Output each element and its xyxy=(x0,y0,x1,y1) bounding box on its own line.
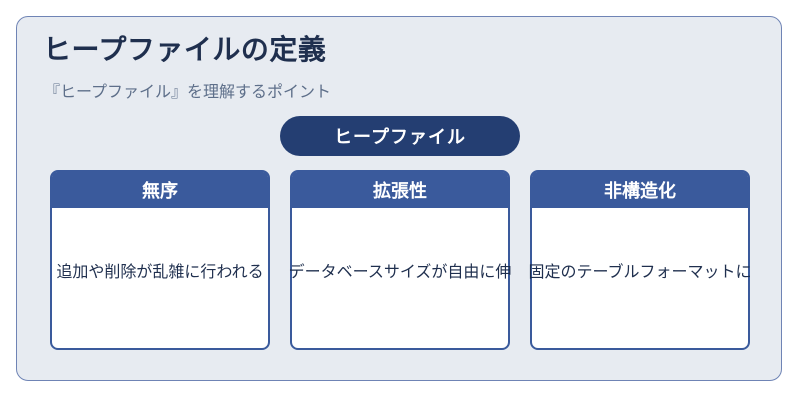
card-header: 拡張性 xyxy=(292,172,508,208)
central-concept-label: ヒープファイル xyxy=(334,127,466,148)
card-header: 非構造化 xyxy=(532,172,748,208)
card-header-label: 非構造化 xyxy=(604,181,676,202)
central-concept-node: ヒープファイル xyxy=(280,116,520,156)
card-description: データベースサイズが自由に伸 xyxy=(288,262,512,281)
card-description: 追加や削除が乱雑に行われる xyxy=(56,262,264,281)
page-title: ヒープファイルの定義 xyxy=(43,33,327,66)
property-card-extensibility: 拡張性 データベースサイズが自由に伸 xyxy=(288,170,512,350)
card-header-label: 拡張性 xyxy=(373,181,427,202)
card-description: 固定のテーブルフォーマットに xyxy=(528,262,752,281)
property-card-disorder: 無序 追加や削除が乱雑に行われる xyxy=(50,170,270,350)
card-header: 無序 xyxy=(52,172,268,208)
card-header-label: 無序 xyxy=(142,181,178,202)
page-subtitle: 『ヒープファイル』を理解するポイント xyxy=(44,82,332,101)
property-card-unstructured: 非構造化 固定のテーブルフォーマットに xyxy=(528,170,752,350)
